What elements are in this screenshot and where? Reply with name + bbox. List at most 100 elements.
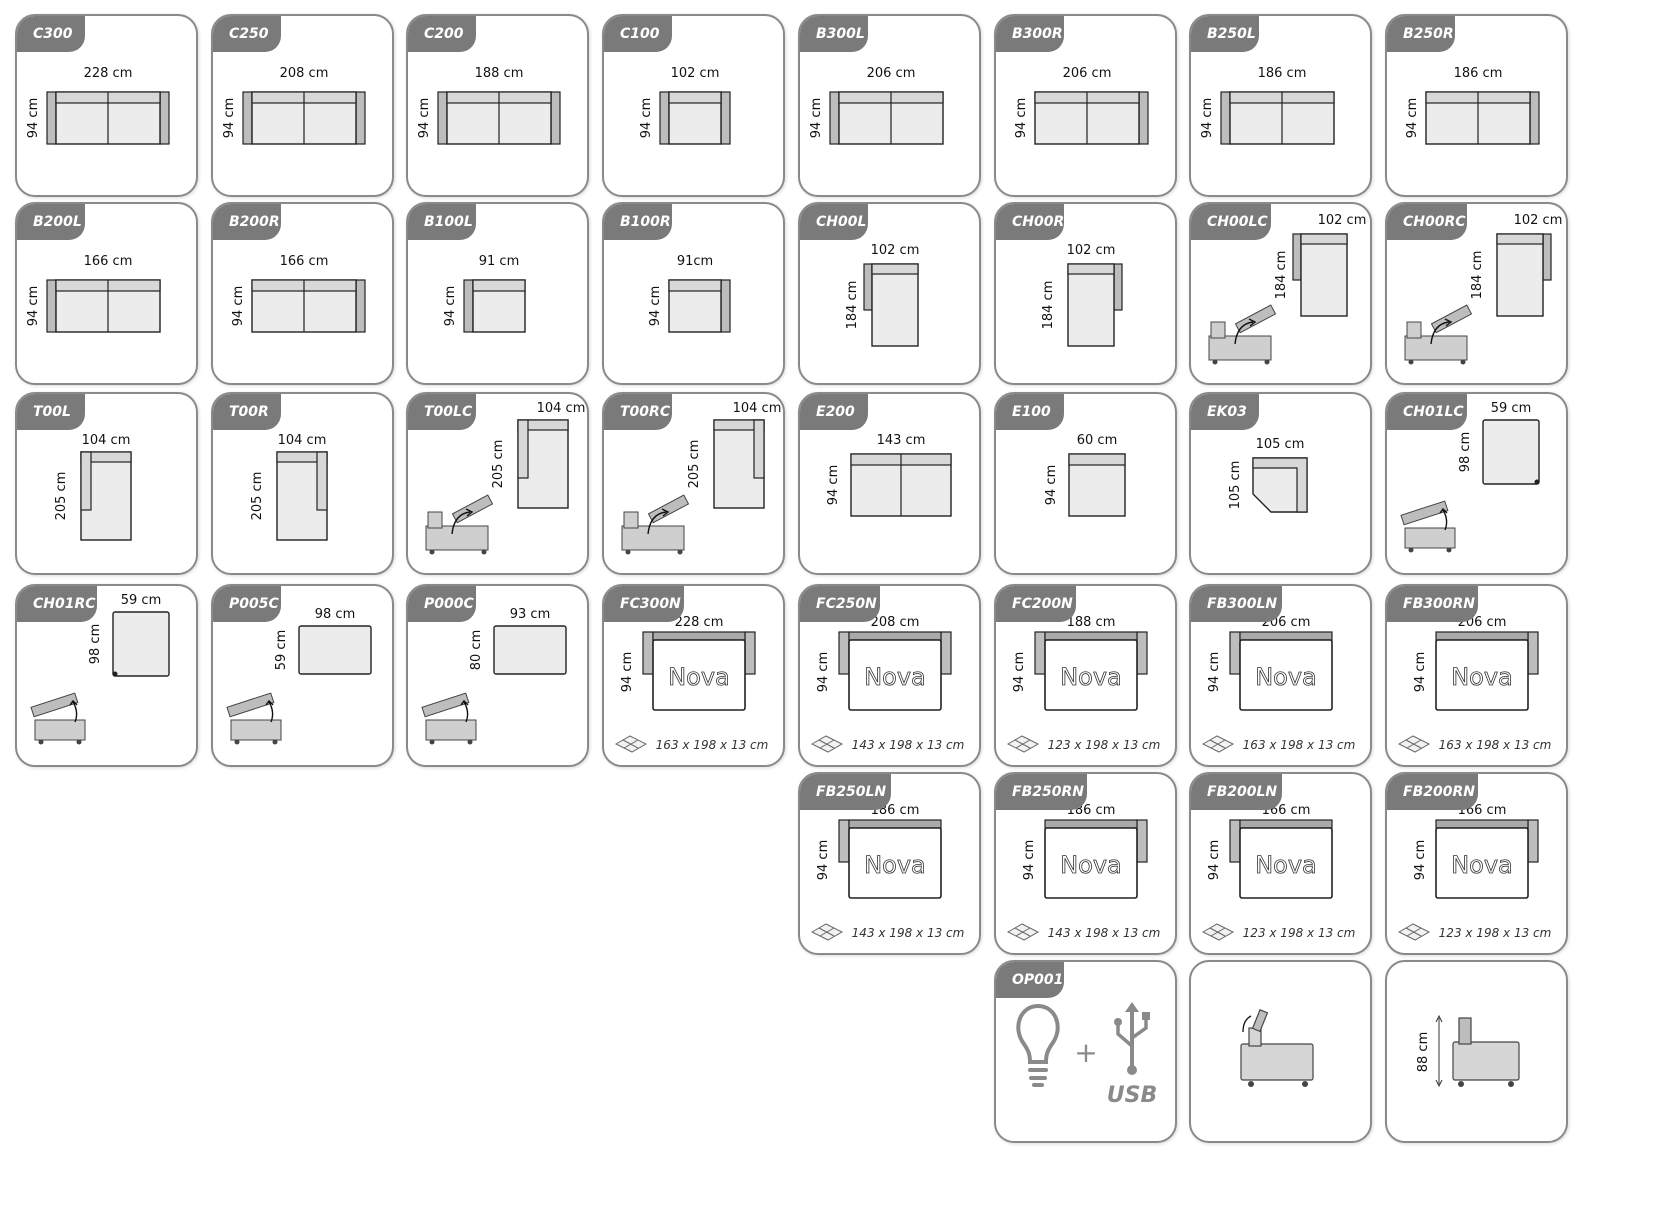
backrest [1496,233,1544,245]
armrest-left [437,91,448,145]
armrest-left [1034,631,1046,675]
depth-label: 94 cm [620,652,635,693]
nova-logo: Nova [1255,663,1317,691]
armrest-right [159,91,170,145]
width-label: 208 cm [871,615,920,630]
armrest-right [744,631,756,675]
backrest [1435,819,1529,829]
chaise-seat [871,263,919,347]
module-card: +USB OP001 [994,960,1177,1143]
module-code: P000C [408,586,476,622]
sofa-plan [1034,91,1149,145]
mattress-size: 123 x 198 x 13 cm [1243,926,1356,940]
armrest [1542,233,1552,281]
module-code: FB250LN [800,774,891,810]
module-code: CH01RC [17,586,97,622]
depth-label: 94 cm [816,652,831,693]
depth-label: 205 cm [250,472,265,521]
module-code: T00LC [408,394,476,430]
pouf-plan [493,625,567,675]
sofa-plan [1425,91,1540,145]
depth-label: 94 cm [443,286,458,327]
sofa-plan [437,91,561,145]
width-label: 143 cm [877,433,926,448]
storage-icon [421,692,477,745]
mattress-icon [1201,735,1235,753]
module-code: EK03 [1191,394,1259,430]
depth-label: 94 cm [1413,652,1428,693]
corner-plan [1252,457,1308,513]
depth-label: 205 cm [687,440,702,489]
backrest [1300,233,1348,245]
width-label: 102 cm [671,66,720,81]
armless-plan [1068,453,1126,517]
storage-icon [30,692,86,745]
width-label: 186 cm [1258,66,1307,81]
module-code: CH00RC [1387,204,1467,240]
side-backrest [80,451,92,511]
armrest-right [720,91,731,145]
corner-chaise-plan [276,451,328,541]
module-diagram: +USB [1016,1002,1157,1108]
pouf-plan [298,625,372,675]
module-code: T00RC [604,394,672,430]
pouf-top [493,625,567,675]
usb-icon [1114,1002,1150,1075]
depth-label: 80 cm [469,630,484,671]
module-code: B200R [213,204,281,240]
module-code: OP001 [996,962,1064,998]
module-diagram [1240,1009,1314,1087]
backrest [1239,819,1333,829]
mattress [1435,639,1529,711]
width-label: 206 cm [867,66,916,81]
pouf-top [112,611,170,677]
depth-label: 98 cm [1458,432,1473,473]
width-label: 208 cm [280,66,329,81]
mattress-icon [810,923,844,941]
depth-label: 94 cm [222,98,237,139]
corner-backrest [1252,457,1308,513]
backrest [1239,631,1333,641]
backrest [1435,631,1529,641]
storage-icon [1400,500,1456,553]
width-label: 102 cm [1318,213,1367,228]
armrest-left [46,279,57,333]
sofa-plan [251,279,366,333]
sofabed-plan: Nova [1229,631,1333,711]
headrest-tilt-icon [1240,1009,1314,1087]
armrest-right [1527,631,1539,675]
mattress [1239,639,1333,711]
armless-plan [850,453,952,517]
depth-label: 94 cm [1014,98,1029,139]
width-label: 102 cm [1067,243,1116,258]
width-label: 166 cm [84,254,133,269]
height-label: 88 cm [1416,1032,1431,1073]
armrest-left [1229,631,1241,675]
sofabed-plan: Nova [1435,631,1539,711]
armrest [1292,233,1302,281]
sofa-plan [829,91,944,145]
depth-label: 184 cm [1041,281,1056,330]
module-code: FB300LN [1191,586,1282,622]
sofa-plan [463,279,526,333]
corner-chaise-plan [80,451,132,541]
